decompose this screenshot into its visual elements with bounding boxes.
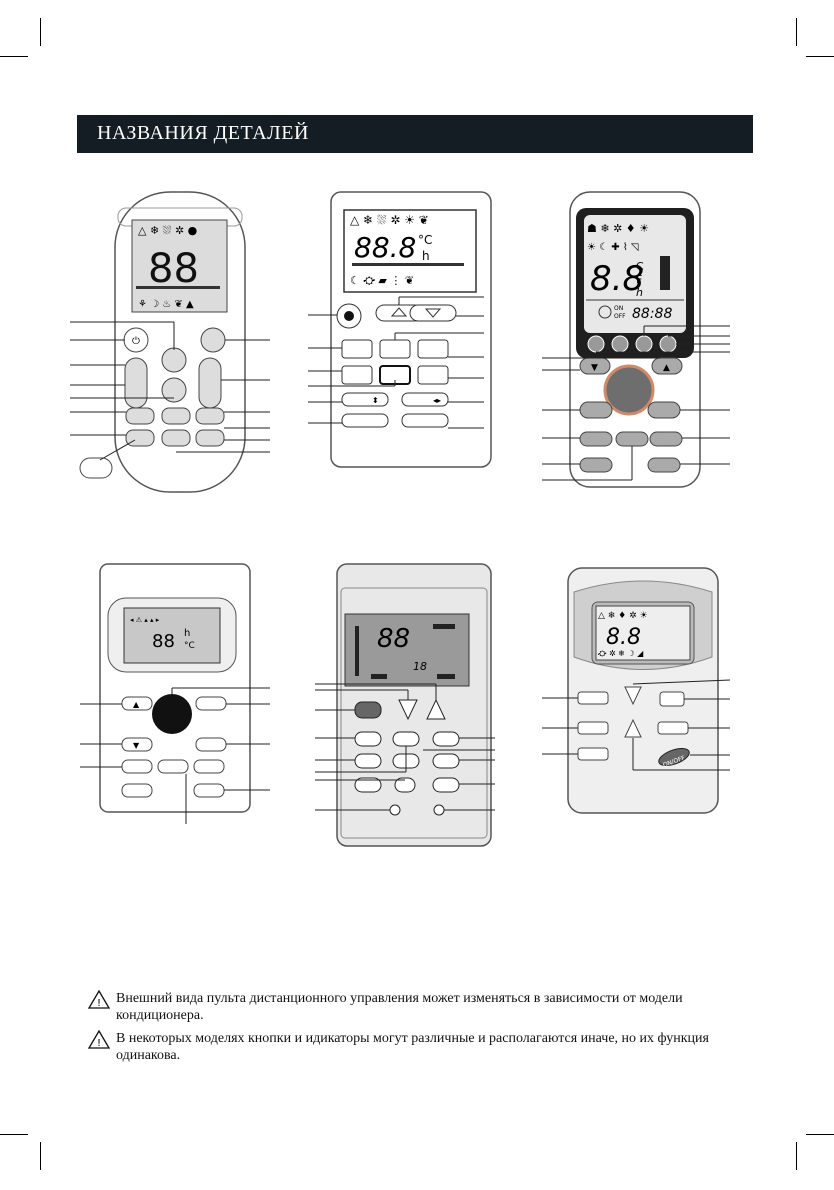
remote3-f: F (636, 273, 642, 286)
note-item: ! В некоторых моделях кнопки и идикаторы… (88, 1030, 748, 1064)
remote-6: △ ❄ ♦ ✲ ☀ 8.8 ⛮ ✲ ❄ ☽ ◢ ON/OFF (542, 567, 730, 814)
svg-text:▲: ▲ (133, 700, 140, 709)
svg-text:⏻: ⏻ (132, 336, 140, 347)
remote3-off: OFF (614, 313, 626, 320)
crop-mark (40, 18, 41, 46)
svg-text:☀ ☾ ✚ ⌇ ◹: ☀ ☾ ✚ ⌇ ◹ (587, 242, 639, 253)
crop-mark (806, 56, 834, 57)
crop-mark (796, 18, 797, 46)
remote6-temp: 8.8 (606, 625, 641, 650)
warning-icon: ! (88, 1030, 110, 1049)
warning-icon: ! (88, 990, 110, 1009)
remote5-main: 88 (377, 624, 410, 654)
crop-mark (806, 1134, 834, 1135)
svg-text:☗ ❄ ✲ ♦ ☀: ☗ ❄ ✲ ♦ ☀ (587, 222, 649, 235)
remote-5: 88 18 (315, 563, 495, 847)
remote-4: ◂ ⚠ ▴ ▴ ▸ 88 h °C ▲ ▼ (80, 563, 270, 824)
remote4-c: °C (184, 641, 195, 651)
svg-text:!: ! (97, 998, 101, 1009)
remote2-unit: °C (418, 233, 432, 247)
remote3-c: C (636, 260, 644, 273)
svg-text:⛮ ✲ ❄ ☽ ◢: ⛮ ✲ ❄ ☽ ◢ (598, 649, 644, 658)
remote1-digits: 88 (148, 246, 199, 292)
svg-text:△ ❄ ⛆ ✲ ●: △ ❄ ⛆ ✲ ● (138, 224, 197, 237)
crop-mark (796, 1142, 797, 1170)
crop-mark (0, 56, 28, 57)
section-header: НАЗВАНИЯ ДЕТАЛЕЙ (77, 115, 753, 153)
svg-text:▼: ▼ (591, 363, 598, 373)
remote2-temp: 88.8 (354, 231, 416, 264)
note-item: ! Внешний вида пульта дистанционного упр… (88, 990, 748, 1024)
svg-text:⬍: ⬍ (372, 396, 379, 405)
remote3-h: h (636, 286, 643, 299)
header-title: НАЗВАНИЯ ДЕТАЛЕЙ (97, 122, 309, 144)
remote3-on: ON (614, 305, 623, 312)
remote-3: ☗ ❄ ✲ ♦ ☀ ☀ ☾ ✚ ⌇ ◹ 8.8 C F h ON OFF 88:… (542, 191, 730, 488)
remote5-small: 18 (413, 660, 427, 673)
notes: ! Внешний вида пульта дистанционного упр… (88, 990, 748, 1070)
remote-2: △ ❄ ⛆ ✲ ☀ ❦ 88.8 °C h ☾ ⛮ ▰ ⋮ ❦ ⬍ ◂▸ (308, 191, 492, 468)
remote4-h: h (184, 628, 190, 639)
svg-text:▼: ▼ (133, 741, 140, 750)
remote4-temp: 88 (152, 631, 175, 652)
svg-text:⚘ ☽ ♨ ❦ ▲: ⚘ ☽ ♨ ❦ ▲ (138, 299, 194, 310)
crop-mark (0, 1134, 28, 1135)
svg-text:△ ❄ ♦ ✲ ☀: △ ❄ ♦ ✲ ☀ (598, 611, 648, 621)
note-text: В некоторых моделях кнопки и идикаторы м… (116, 1031, 709, 1063)
note-text: Внешний вида пульта дистанционного управ… (116, 991, 683, 1023)
remote-1: △ ❄ ⛆ ✲ ● 88 ⚘ ☽ ♨ ❦ ▲ ⏻ (70, 191, 270, 493)
svg-text:△ ❄ ⛆ ✲ ☀ ❦: △ ❄ ⛆ ✲ ☀ ❦ (350, 213, 429, 227)
remote2-h: h (422, 249, 430, 263)
remote3-timer: 88:88 (632, 306, 672, 322)
svg-text:▲: ▲ (663, 363, 670, 373)
crop-mark (40, 1142, 41, 1170)
svg-text:◂ ⚠ ▴ ▴ ▸: ◂ ⚠ ▴ ▴ ▸ (130, 616, 160, 624)
svg-text:!: ! (97, 1038, 101, 1049)
remote3-temp: 8.8 (590, 259, 644, 299)
svg-text:◂▸: ◂▸ (433, 396, 441, 405)
svg-text:☾ ⛮ ▰ ⋮ ❦: ☾ ⛮ ▰ ⋮ ❦ (350, 274, 414, 287)
